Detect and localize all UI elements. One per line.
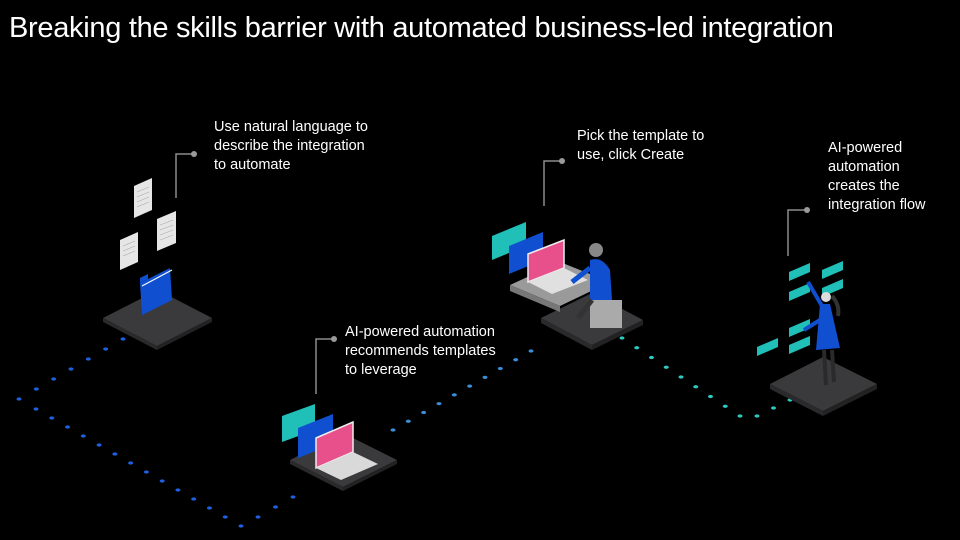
path-dot (103, 347, 109, 351)
path-dot (96, 443, 102, 447)
path-dot (649, 355, 654, 360)
step-4-line: automation (828, 159, 900, 175)
callout-line-3 (543, 160, 561, 206)
step-4-line: integration flow (828, 197, 926, 213)
path-dot (771, 406, 776, 410)
path-dot (421, 410, 427, 415)
slide-title: Breaking the skills barrier with automat… (9, 12, 834, 44)
path-dot (85, 357, 91, 361)
template-card (492, 222, 526, 260)
path-dot (678, 375, 684, 379)
callout-line-2 (315, 338, 333, 394)
path-dot (693, 385, 699, 389)
step-4-line: creates the (828, 178, 900, 194)
person-icon (802, 280, 841, 386)
step-2-text: AI-powered automation recommends templat… (345, 323, 496, 380)
callout-lines (175, 153, 806, 394)
callout-dot (331, 336, 337, 342)
path-dot (51, 377, 57, 381)
path-dot (206, 506, 212, 510)
step-4-line: AI-powered (828, 140, 903, 156)
path-dot (467, 384, 473, 388)
person-icon (570, 243, 612, 320)
flow-block-icon (757, 261, 843, 356)
path-dot (128, 461, 134, 465)
path-dot (33, 407, 39, 411)
path-dot (16, 397, 22, 401)
path-dot (33, 387, 39, 391)
callout-line-4 (787, 209, 806, 256)
step-2-line: to leverage (345, 362, 417, 378)
path-dot (273, 505, 278, 509)
path-dot (159, 479, 165, 483)
laptop-base (528, 268, 588, 294)
path-dot (222, 515, 228, 519)
step-3-line: Pick the template to (577, 128, 705, 144)
step3-illustration (492, 222, 643, 350)
path-dot (436, 402, 442, 406)
path-dot (754, 414, 760, 418)
path-dot (634, 346, 640, 350)
path-dot (482, 375, 488, 379)
step1-illustration (103, 178, 212, 350)
path-dot (663, 365, 669, 369)
path-dot (722, 404, 728, 408)
path-dot (49, 416, 55, 420)
step-1-line: describe the integration (214, 138, 365, 154)
laptop-base (316, 452, 378, 480)
callout-line-1 (175, 153, 193, 198)
step-1-line: to automate (214, 157, 291, 173)
path-dot (80, 434, 86, 438)
path-dot (290, 495, 296, 499)
step-4-text: AI-powered automation creates the integr… (828, 139, 926, 215)
path-dot (513, 358, 519, 362)
callout-dot (191, 151, 197, 157)
step-2-line: AI-powered automation (345, 324, 495, 340)
path-dot (528, 349, 534, 353)
path-dot (497, 366, 503, 371)
path-dot (390, 428, 396, 432)
step4-illustration (757, 261, 877, 416)
path-dot (238, 524, 244, 528)
step-3-line: use, click Create (577, 147, 685, 163)
step2-illustration (282, 404, 397, 491)
callout-dot (559, 158, 565, 164)
path-dot (255, 515, 261, 519)
platform-4 (770, 357, 877, 411)
stool (590, 300, 622, 328)
path-dot (120, 337, 126, 341)
path-dot (708, 394, 713, 399)
path-dot (737, 414, 743, 418)
step-2-line: recommends templates (345, 343, 496, 359)
path-dot (191, 497, 197, 501)
step-3-text: Pick the template to use, click Create (577, 127, 704, 165)
callout-dot (804, 207, 810, 213)
folder-icon (140, 268, 173, 315)
path-dot (68, 367, 74, 371)
path-dot (175, 488, 181, 492)
step-1-text: Use natural language to describe the int… (214, 118, 368, 175)
path-dot (619, 336, 625, 340)
path-dots (16, 336, 793, 528)
document-icon (120, 178, 176, 270)
path-dot (65, 425, 71, 429)
platform-1 (103, 290, 212, 346)
path-dot (405, 419, 411, 423)
step-1-line: Use natural language to (214, 119, 368, 135)
path-dot (143, 470, 149, 474)
path-dot (451, 393, 457, 397)
path-dot (112, 452, 118, 456)
